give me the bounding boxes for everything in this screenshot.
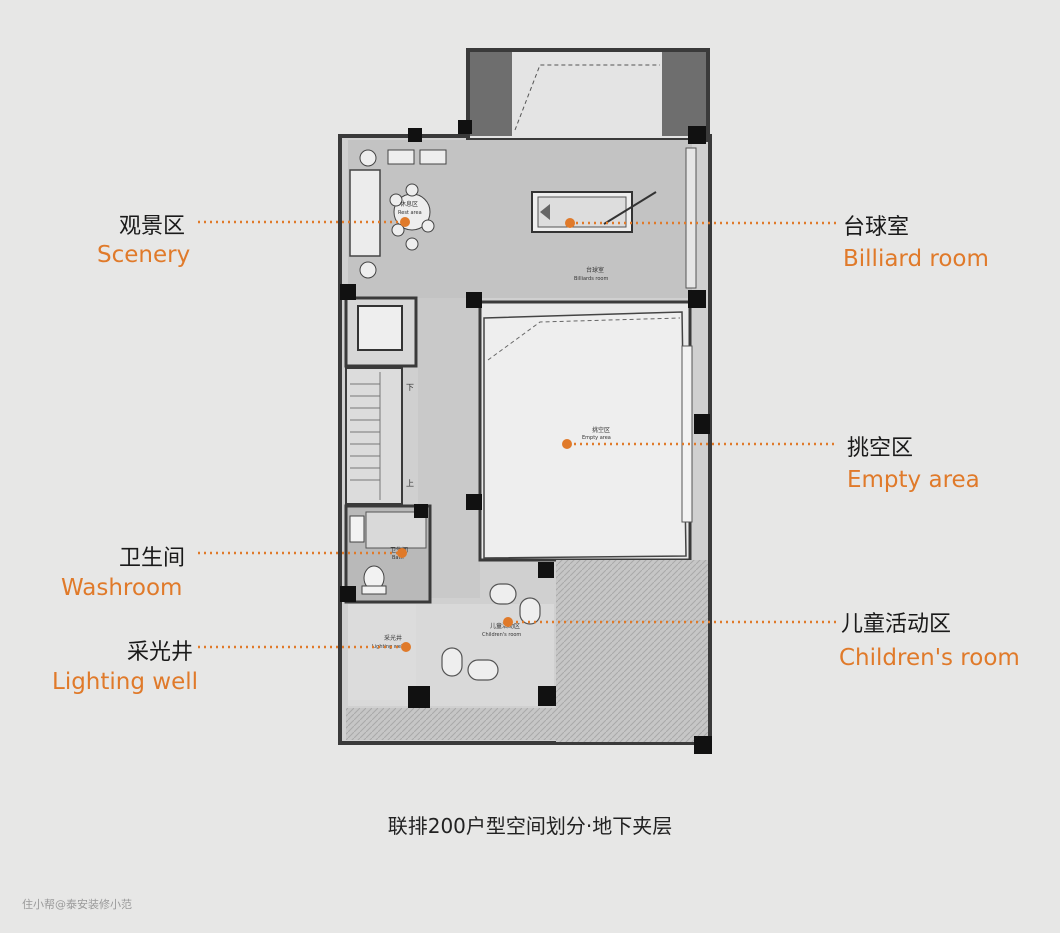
label-lighting-zh: 采光井 bbox=[127, 640, 194, 665]
lamp-1 bbox=[359, 149, 377, 167]
label-children-en: Children's room bbox=[839, 645, 1020, 671]
sink bbox=[349, 515, 365, 543]
label-empty-en: Empty area bbox=[847, 467, 980, 493]
lamp-2 bbox=[359, 261, 377, 279]
light-well-terrace bbox=[556, 560, 708, 742]
empty-area-dashed bbox=[487, 317, 681, 361]
columns bbox=[340, 120, 712, 754]
stool-2 bbox=[421, 219, 435, 233]
leader-dots bbox=[397, 217, 575, 652]
stair-up-text: 上 bbox=[406, 479, 414, 488]
figure-caption: 联排200户型空间划分·地下夹层 bbox=[387, 814, 673, 838]
plan-bath-en: Bath bbox=[392, 555, 404, 561]
plan-empty-en: Empty area bbox=[582, 435, 611, 441]
children-play-mats bbox=[441, 583, 541, 681]
label-empty-zh: 挑空区 bbox=[847, 436, 914, 461]
plan-rest-en: Rest area bbox=[398, 210, 422, 216]
plan-empty-zh: 挑空区 bbox=[592, 426, 610, 434]
stool-1 bbox=[405, 183, 419, 197]
terrace-wall-right bbox=[662, 52, 706, 136]
stair-down-text: 下 bbox=[406, 383, 414, 392]
label-lighting-en: Lighting well bbox=[52, 669, 199, 695]
empty-area-window bbox=[681, 345, 693, 523]
label-washroom-en: Washroom bbox=[61, 575, 183, 601]
sofa bbox=[349, 169, 381, 257]
plan-billiard-zh: 台球室 bbox=[586, 266, 604, 274]
plan-children-en: Children's room bbox=[482, 632, 521, 638]
billiard-cue bbox=[603, 191, 657, 225]
label-children-zh: 儿童活动区 bbox=[841, 612, 952, 637]
terrace-wall-left bbox=[470, 52, 512, 136]
watermark: 住小帮@泰安装修小范 bbox=[22, 898, 132, 911]
bottom-strip bbox=[346, 708, 556, 740]
leader-lines bbox=[198, 220, 838, 649]
terrace-dashed bbox=[514, 64, 660, 131]
stair-area bbox=[345, 367, 403, 505]
billiard-triangle bbox=[540, 204, 550, 220]
stool-4 bbox=[405, 237, 419, 251]
shower bbox=[365, 511, 427, 549]
elevator-car bbox=[357, 305, 403, 351]
stool-5 bbox=[389, 193, 403, 207]
label-billiard-zh: 台球室 bbox=[843, 215, 910, 240]
lighting-well bbox=[348, 604, 416, 700]
plan-light-en: Lighting well bbox=[372, 644, 404, 650]
label-scenery-zh: 观景区 bbox=[119, 214, 186, 239]
cabinet-1 bbox=[387, 149, 415, 165]
plan-billiard-en: Billiards room bbox=[574, 276, 608, 282]
toilet-tank bbox=[361, 585, 387, 595]
empty-area-plane bbox=[483, 311, 687, 559]
label-scenery-en: Scenery bbox=[97, 242, 191, 268]
plan-light-zh: 采光井 bbox=[384, 634, 402, 642]
cabinet-2 bbox=[419, 149, 447, 165]
plan-rest-zh: 休息区 bbox=[400, 200, 418, 208]
billiard-window bbox=[685, 147, 697, 289]
label-washroom-zh: 卫生间 bbox=[119, 546, 186, 571]
stool-3 bbox=[391, 223, 405, 237]
label-billiard-en: Billiard room bbox=[843, 246, 989, 272]
stair-steps bbox=[350, 372, 381, 500]
